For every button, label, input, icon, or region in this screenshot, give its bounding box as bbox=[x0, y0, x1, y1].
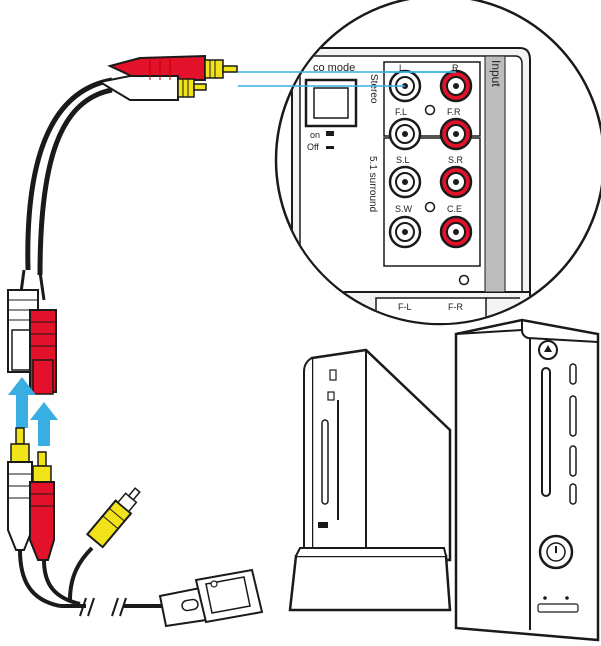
jack-fl[interactable] bbox=[388, 117, 422, 151]
jack-label-sr: S.R bbox=[448, 155, 464, 165]
upload-arrow-icon bbox=[8, 377, 58, 446]
jack-sw[interactable] bbox=[388, 215, 422, 249]
power-icon[interactable] bbox=[538, 534, 574, 570]
jack-label-fr: F.R bbox=[447, 107, 461, 117]
rca-plugs-top bbox=[25, 54, 238, 276]
indicator-led bbox=[458, 274, 470, 286]
jack-label-fl: F.L bbox=[395, 107, 407, 117]
stereo-label: Stereo bbox=[368, 74, 379, 104]
eject-icon[interactable] bbox=[538, 340, 558, 360]
jack-ce[interactable] bbox=[439, 215, 473, 249]
rca-plugs-bottom bbox=[7, 427, 81, 608]
jack-label-ce: C.E bbox=[447, 204, 462, 214]
jack-label-sw: S.W bbox=[395, 204, 413, 214]
av-cable-bottom bbox=[60, 597, 165, 617]
zoomed-input-panel: Input co mode on Off Stereo 5.1 surround… bbox=[274, 0, 601, 326]
guide-lines bbox=[238, 71, 456, 87]
switch-off-label: Off bbox=[307, 142, 319, 152]
switch-on-label: on bbox=[310, 130, 320, 140]
jack-sl[interactable] bbox=[388, 165, 422, 199]
wii-console bbox=[288, 348, 452, 612]
jack-fr[interactable] bbox=[439, 117, 473, 151]
surround-label: 5.1 surround bbox=[367, 156, 378, 212]
console-av-connector bbox=[158, 568, 264, 628]
input-label: Input bbox=[489, 60, 503, 87]
jack-sr[interactable] bbox=[439, 165, 473, 199]
yellow-video-plug bbox=[68, 487, 141, 601]
bottom-label-fr: F-R bbox=[448, 302, 463, 312]
mode-label: co mode bbox=[313, 62, 355, 74]
jack-label-l: L bbox=[399, 63, 404, 73]
xbox-console bbox=[454, 318, 600, 642]
bottom-label-fl: F-L bbox=[398, 302, 412, 312]
jack-r[interactable] bbox=[439, 69, 473, 103]
rca-adapter bbox=[7, 269, 57, 395]
jack-label-sl: S.L bbox=[396, 155, 410, 165]
jack-label-r: R bbox=[452, 63, 459, 73]
